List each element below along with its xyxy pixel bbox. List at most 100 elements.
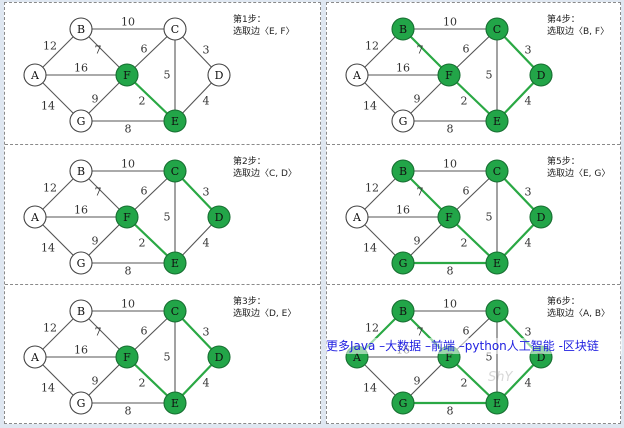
edge-weight-label: 4 — [525, 237, 532, 250]
node-label: E — [171, 257, 179, 270]
step-title: 第3步： — [233, 297, 266, 307]
node-label: B — [77, 23, 85, 36]
node-circle — [391, 17, 415, 41]
edge-weight-label: 3 — [203, 326, 210, 339]
step-title: 第2步： — [233, 157, 266, 167]
edge-weight-label: 12 — [365, 40, 379, 53]
edge-weight-label: 4 — [525, 95, 532, 108]
edge-weight-label: 12 — [365, 322, 379, 335]
step-caption: 第5步： 选取边〈E, G〉 — [547, 156, 610, 180]
node-circle — [391, 251, 415, 275]
node-circle — [485, 159, 509, 183]
node-label: F — [445, 69, 453, 82]
node-circle — [115, 345, 139, 369]
node-g: G — [391, 109, 415, 133]
node-label: G — [77, 397, 86, 410]
node-e: E — [485, 109, 509, 133]
edge-weight-label: 6 — [463, 185, 470, 198]
edge-weight-label: 6 — [463, 325, 470, 338]
node-c: C — [163, 17, 187, 41]
node-label: E — [493, 115, 501, 128]
edge-weight-label: 5 — [164, 351, 171, 364]
step-title: 第5步： — [547, 157, 580, 167]
node-label: D — [537, 69, 546, 82]
node-b: B — [69, 299, 93, 323]
node-label: C — [171, 165, 179, 178]
edge-weight-label: 6 — [141, 325, 148, 338]
edge-weight-label: 7 — [95, 44, 102, 57]
node-circle — [163, 391, 187, 415]
edge-weight-label: 7 — [95, 326, 102, 339]
node-b: B — [69, 17, 93, 41]
node-circle — [69, 299, 93, 323]
node-label: F — [123, 211, 131, 224]
step-description: 选取边〈E, G〉 — [547, 169, 611, 179]
step-caption: 第1步：选取边〈E, F〉 — [233, 14, 295, 38]
node-e: E — [163, 251, 187, 275]
node-b: B — [391, 17, 415, 41]
edge-weight-label: 2 — [461, 237, 468, 250]
edge-weight-label: 6 — [141, 185, 148, 198]
node-f: F — [437, 205, 461, 229]
node-e: E — [163, 109, 187, 133]
edge-weight-label: 14 — [41, 100, 55, 113]
node-g: G — [69, 251, 93, 275]
node-label: B — [399, 165, 407, 178]
step-title: 第6步： — [547, 297, 580, 307]
node-circle — [485, 299, 509, 323]
edge-weight-label: 2 — [461, 377, 468, 390]
node-label: D — [537, 211, 546, 224]
node-label: C — [171, 305, 179, 318]
edge-weight-label: 3 — [203, 44, 210, 57]
node-f: F — [115, 345, 139, 369]
node-f: F — [115, 63, 139, 87]
step-caption: 第2步：选取边〈C, D〉 — [233, 156, 297, 180]
node-circle — [69, 391, 93, 415]
edge-weight-label: 7 — [417, 44, 424, 57]
edge-weight-label: 10 — [443, 16, 457, 29]
edge-weight-label: 8 — [125, 405, 132, 418]
node-circle — [23, 345, 47, 369]
node-label: A — [30, 69, 40, 82]
node-label: G — [399, 115, 408, 128]
node-a: A — [23, 63, 47, 87]
edge-weight-label: 3 — [525, 44, 532, 57]
node-circle — [391, 299, 415, 323]
step-title: 第4步： — [547, 15, 580, 25]
node-label: A — [352, 351, 362, 364]
node-label: C — [493, 165, 501, 178]
node-label: D — [215, 351, 224, 364]
node-label: G — [399, 397, 408, 410]
node-g: G — [69, 109, 93, 133]
edge-weight-label: 5 — [486, 69, 493, 82]
node-c: C — [163, 299, 187, 323]
node-a: A — [23, 345, 47, 369]
edge-weight-label: 10 — [121, 158, 135, 171]
node-b: B — [69, 159, 93, 183]
node-g: G — [391, 391, 415, 415]
edge-weight-label: 9 — [414, 375, 421, 388]
node-circle — [485, 391, 509, 415]
node-label: F — [123, 69, 131, 82]
node-circle — [529, 205, 553, 229]
node-circle — [391, 159, 415, 183]
node-label: A — [30, 211, 40, 224]
node-label: C — [493, 23, 501, 36]
edge-weight-label: 7 — [417, 186, 424, 199]
node-label: F — [445, 211, 453, 224]
node-label: C — [171, 23, 179, 36]
node-label: B — [77, 165, 85, 178]
edge-weight-label: 14 — [363, 382, 377, 395]
node-circle — [437, 205, 461, 229]
edge-weight-label: 12 — [43, 182, 57, 195]
node-label: E — [493, 397, 501, 410]
edge-weight-label: 4 — [203, 237, 210, 250]
edge-weight-label: 8 — [447, 405, 454, 418]
node-label: G — [77, 115, 86, 128]
step-caption: 第3步：选取边〈D, E〉 — [233, 296, 296, 320]
edge-weight-label: 7 — [95, 186, 102, 199]
node-label: C — [493, 305, 501, 318]
node-circle — [163, 17, 187, 41]
